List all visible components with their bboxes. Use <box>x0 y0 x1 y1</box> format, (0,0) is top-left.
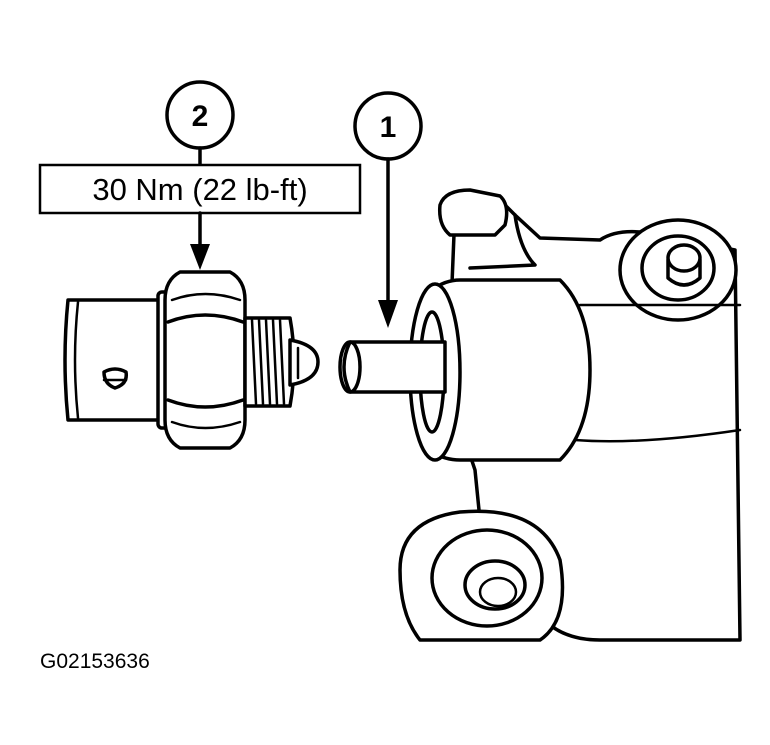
thread-lines <box>250 318 286 406</box>
torque-label-text: 30 Nm (22 lb-ft) <box>92 172 307 207</box>
callout-2-arrowhead <box>190 244 210 270</box>
upper-boss <box>437 188 509 237</box>
lower-boss-ring <box>430 528 544 628</box>
ball-tip <box>288 338 320 387</box>
port-cylinder <box>430 278 592 462</box>
plunger-pin <box>338 340 447 394</box>
lower-boss-bore-inner <box>478 576 518 608</box>
callout-2-number: 2 <box>192 100 209 133</box>
upper-right-stud-shank <box>666 258 702 287</box>
connector-tab <box>102 367 129 390</box>
hex-nut-chamfer-bottom <box>170 420 242 430</box>
housing-contour-low <box>573 428 742 443</box>
lower-boss-bore <box>463 559 527 611</box>
figure-id: G02153636 <box>40 650 150 673</box>
pin-shaft <box>342 340 447 394</box>
hex-nut-chamfer-top <box>170 292 242 302</box>
callout-2-group: 2 30 Nm (22 lb-ft) <box>38 80 362 270</box>
housing-contour-top <box>468 213 537 270</box>
pin-tip <box>338 340 362 394</box>
callout-1-arrowhead <box>378 300 398 328</box>
housing-assembly <box>398 188 742 642</box>
hex-nut-face-top <box>166 313 245 324</box>
switch-assembly <box>63 270 320 450</box>
upper-right-stud <box>666 243 702 273</box>
lower-boss <box>398 509 565 642</box>
connector-edge <box>73 300 80 420</box>
callout-1-number: 1 <box>380 111 397 144</box>
callout-1-group: 1 <box>353 91 423 328</box>
upper-right-boss-ring <box>640 234 716 302</box>
connector-body <box>63 298 177 422</box>
hex-nut-face-bottom <box>166 398 245 409</box>
